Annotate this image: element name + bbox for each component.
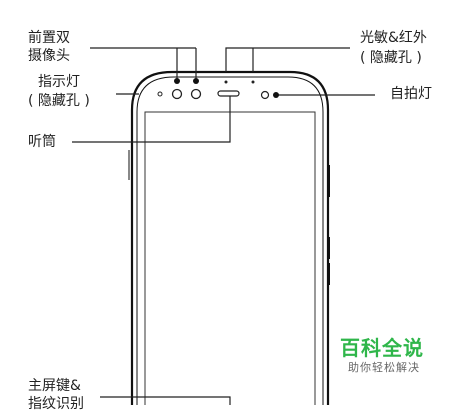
phone-bezel xyxy=(136,76,324,405)
front-camera-lens xyxy=(190,88,202,100)
watermark-tagline: 助你轻松解决 xyxy=(348,361,420,374)
earpiece-slot xyxy=(217,90,240,97)
label-earpiece: 听筒 xyxy=(28,134,56,150)
leader-dot xyxy=(273,92,279,98)
front-camera-lens xyxy=(171,88,183,100)
indicator-hole xyxy=(157,91,163,97)
leader-line xyxy=(100,396,231,405)
leader-line xyxy=(225,47,350,72)
side-button xyxy=(327,165,330,197)
label-light-sensor-2: ( 隐藏孔 ) xyxy=(360,50,422,66)
label-home-key-1: 主屏键& xyxy=(28,378,81,394)
side-button xyxy=(327,237,330,259)
leader-dot xyxy=(193,78,199,84)
light-sensor-hole xyxy=(251,80,255,84)
label-indicator-1: 指示灯 xyxy=(38,74,80,90)
screen-area xyxy=(144,111,316,405)
light-sensor-hole xyxy=(224,80,228,84)
label-front-camera-2: 摄像头 xyxy=(28,48,70,64)
label-light-sensor-1: 光敏&红外 xyxy=(360,30,427,46)
label-indicator-2: ( 隐藏孔 ) xyxy=(28,93,90,109)
leader-dot xyxy=(174,78,180,84)
side-button xyxy=(327,263,330,285)
selfie-light-ring xyxy=(260,90,270,100)
label-selfie-light: 自拍灯 xyxy=(390,86,432,102)
label-front-camera-1: 前置双 xyxy=(28,30,70,46)
leader-line xyxy=(72,96,231,143)
watermark-logo: 百科全说 xyxy=(340,336,424,360)
